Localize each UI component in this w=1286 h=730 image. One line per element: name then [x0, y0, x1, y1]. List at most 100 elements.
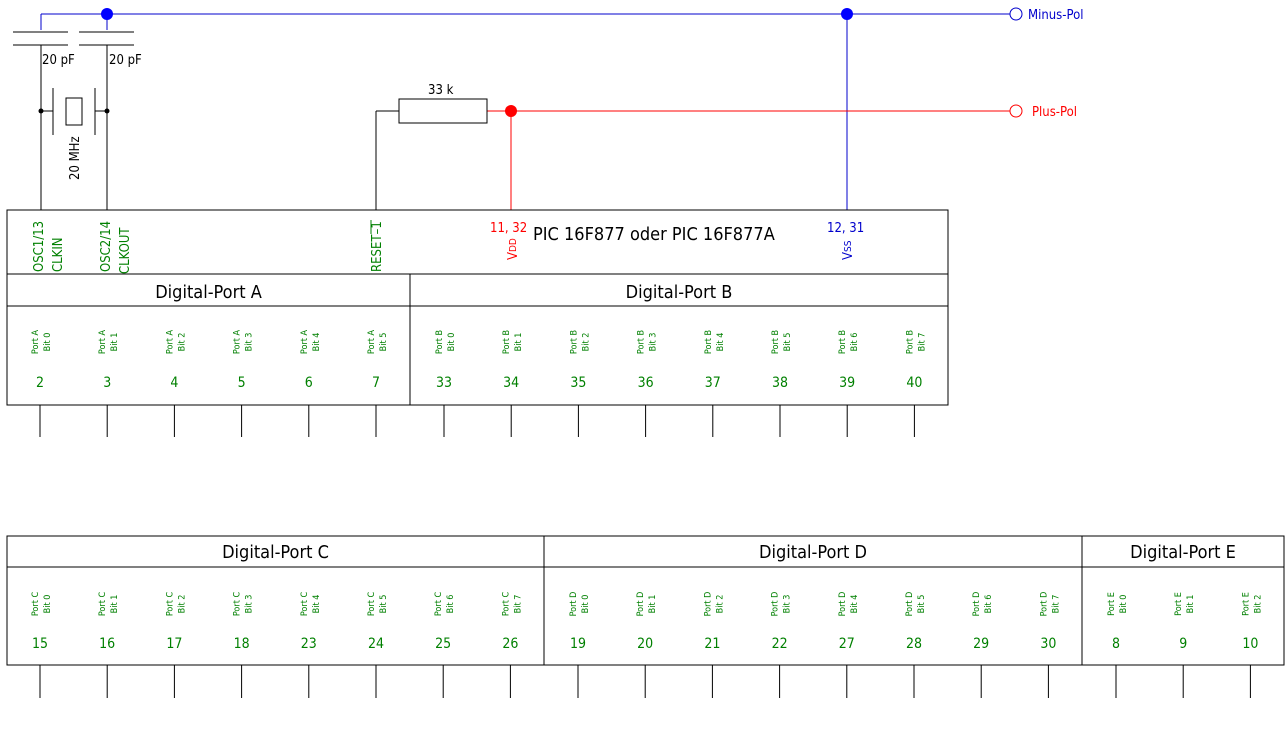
port-pin-number: 21	[704, 636, 720, 652]
port-bit-label: Port B	[569, 330, 579, 354]
port-title: Digital-Port C	[222, 542, 329, 563]
port-title: Digital-Port B	[626, 282, 733, 303]
port-bit-label: Bit 6	[850, 333, 860, 352]
port-title: Digital-Port D	[759, 542, 867, 563]
port-bit-label: Bit 2	[581, 333, 591, 352]
port-bit-label: Bit 5	[783, 333, 793, 352]
port-bit-label: Port D	[703, 592, 713, 617]
port-pin-number: 39	[839, 375, 855, 391]
port-bit-label: Port C	[434, 592, 444, 617]
port-bit-label: Port C	[233, 592, 243, 617]
port-bit-label: Bit 3	[649, 333, 659, 352]
port-bit-label: Bit 2	[177, 595, 187, 614]
port-bit-label: Port D	[838, 592, 848, 617]
port-bit-label: Bit 6	[984, 595, 994, 614]
capacitor-1: 20 pF	[13, 31, 75, 68]
chip-top: PIC 16F877 oder PIC 16F877A OSC1/13 CLKI…	[6, 209, 949, 406]
osc1-sub-label: CLKIN	[51, 237, 66, 272]
port-pin-number: 24	[368, 636, 384, 652]
port-bit-label: Port C	[300, 592, 310, 617]
port-bit-label: Bit 2	[177, 333, 187, 352]
port-bit-label: Bit 6	[446, 595, 456, 614]
port-pin-number: 27	[839, 636, 855, 652]
port-bit-label: Bit 1	[110, 333, 120, 352]
osc1-label: OSC1/13	[32, 221, 47, 272]
minus-junction-left	[101, 8, 113, 20]
port-bit-label: Port E	[1241, 592, 1251, 616]
crystal-frequency: 20 MHz	[68, 136, 83, 180]
port-bit-label: Bit 1	[514, 333, 524, 352]
plus-terminal[interactable]	[1009, 104, 1023, 118]
port-pin-number: 8	[1112, 636, 1120, 652]
port-bit-label: Port A	[98, 329, 108, 354]
port-bit-label: Bit 5	[379, 595, 389, 614]
port-bit-label: Bit 1	[1186, 595, 1196, 614]
port-title: Digital-Port E	[1130, 542, 1236, 563]
port-bit-label: Port B	[771, 330, 781, 354]
port-bit-label: Port D	[905, 592, 915, 617]
port-bit-label: Port B	[905, 330, 915, 354]
port-bit-label: Port A	[233, 329, 243, 354]
port-bit-label: Bit 7	[917, 333, 927, 352]
vdd-label: VDD	[506, 238, 521, 260]
port-pin-number: 26	[502, 636, 518, 652]
port-bit-label: Bit 7	[513, 595, 523, 614]
port-bit-label: Bit 3	[245, 595, 255, 614]
vss-label: VSS	[841, 240, 856, 260]
reset-label: RESET–1	[370, 221, 385, 272]
port-bit-label: Bit 2	[715, 595, 725, 614]
port-bit-label: Port C	[31, 592, 41, 617]
port-bit-label: Bit 4	[716, 333, 726, 352]
port-pin-number: 25	[435, 636, 451, 652]
port-bit-label: Port C	[501, 592, 511, 617]
port-pin-number: 3	[103, 375, 111, 391]
port-pin-number: 7	[372, 375, 380, 391]
port-bit-label: Port E	[1174, 592, 1184, 616]
port-pin-number: 29	[973, 636, 989, 652]
minus-terminal[interactable]	[1009, 7, 1023, 21]
port-bit-label: Bit 4	[312, 595, 322, 614]
port-bit-label: Bit 0	[581, 595, 591, 614]
port-bit-label: Port B	[637, 330, 647, 354]
port-bit-label: Bit 4	[312, 333, 322, 352]
port-pin-number: 37	[705, 375, 721, 391]
port-pin-number: 17	[166, 636, 182, 652]
port-bit-label: Port B	[838, 330, 848, 354]
capacitor-2-value: 20 pF	[109, 53, 142, 68]
port-bit-label: Bit 2	[1253, 595, 1263, 614]
port-pin-number: 28	[906, 636, 922, 652]
plus-rail: Plus-Pol	[487, 104, 1077, 210]
port-bit-label: Port D	[972, 592, 982, 617]
port-pin-number: 35	[570, 375, 586, 391]
port-pin-number: 2	[36, 375, 44, 391]
port-bit-label: Bit 0	[1119, 595, 1129, 614]
port-pin-number: 20	[637, 636, 653, 652]
minus-pol-label: Minus-Pol	[1028, 8, 1083, 23]
osc2-label: OSC2/14	[99, 221, 114, 272]
plus-pol-label: Plus-Pol	[1032, 105, 1077, 120]
crystal: 20 MHz	[38, 88, 110, 180]
port-pin-number: 18	[234, 636, 250, 652]
minus-rail: Minus-Pol	[40, 7, 1083, 210]
chip-title: PIC 16F877 oder PIC 16F877A	[533, 224, 775, 245]
port-bit-label: Bit 0	[43, 595, 53, 614]
port-pin-number: 9	[1179, 636, 1187, 652]
port-bit-label: Port D	[1039, 592, 1049, 617]
port-pin-number: 34	[503, 375, 519, 391]
port-bit-label: Port D	[771, 592, 781, 617]
plus-junction	[505, 105, 517, 117]
port-bit-label: Port B	[435, 330, 445, 354]
port-bit-label: Bit 5	[917, 595, 927, 614]
port-bit-label: Port E	[1107, 592, 1117, 616]
port-bit-label: Bit 4	[850, 595, 860, 614]
port-bit-label: Port A	[165, 329, 175, 354]
port-pin-number: 36	[638, 375, 654, 391]
port-bit-label: Port B	[502, 330, 512, 354]
port-pin-number: 4	[170, 375, 178, 391]
